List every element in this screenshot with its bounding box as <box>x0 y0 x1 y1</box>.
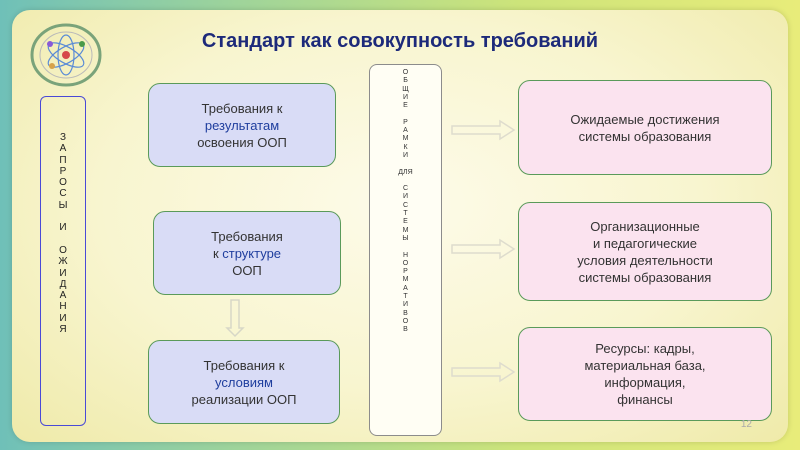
side-letter: И <box>59 312 67 324</box>
side-letter: З <box>59 132 67 143</box>
center-letter: С <box>402 201 409 209</box>
center-frame <box>369 64 442 436</box>
conditions-line: условия деятельности <box>577 252 713 268</box>
conditions-line: и педагогические <box>592 235 698 251</box>
center-letter: Р <box>403 268 408 276</box>
side-letter: А <box>59 143 67 155</box>
resources-line: Ресурсы: кадры, <box>595 341 695 356</box>
req-conditions-box: Требования к условиям реализации ООП <box>148 340 340 424</box>
center-letter: И <box>402 93 409 101</box>
req-structure-highlight: структуре <box>222 245 282 261</box>
conditions-box: Организационные и педагогические условия… <box>518 202 772 301</box>
req-conditions-line1: Требования к <box>203 357 285 373</box>
side-letter: П <box>59 154 67 166</box>
center-letter: ДЛЯ <box>398 168 413 176</box>
req-conditions-highlight: условиям <box>215 374 273 390</box>
faint-arrow-bottom <box>451 361 516 383</box>
side-letter: Я <box>59 324 67 336</box>
side-letter: О <box>59 177 67 189</box>
center-letter: В <box>403 309 408 317</box>
center-letter: М <box>402 276 409 284</box>
side-letter <box>62 211 65 222</box>
resources-line: информация, <box>604 375 686 390</box>
req-structure-prefix: к <box>212 245 223 261</box>
resources-box: Ресурсы: кадры, материальная база, инфор… <box>518 327 772 421</box>
req-structure-line1: Требования <box>211 228 283 244</box>
side-vertical-label: З А П Р О С Ы И О Ж И Д А Н И Я <box>40 132 86 335</box>
conditions-line: системы образования <box>578 269 712 285</box>
center-vertical-label: О Б Щ И Е Р А М К И ДЛЯ С И С Т Е М Ы Н … <box>369 69 442 335</box>
side-letter <box>62 234 65 245</box>
center-letter: В <box>403 326 408 334</box>
side-letter: О <box>59 244 67 256</box>
req-structure-box: Требования к структуре ООП <box>153 211 341 295</box>
side-letter: Н <box>59 301 67 313</box>
faint-arrow-middle <box>451 238 516 260</box>
center-letter: К <box>403 143 408 151</box>
side-letter: С <box>59 188 67 200</box>
side-letter: Д <box>59 278 67 290</box>
faint-vertical-arrow <box>225 299 245 338</box>
req-conditions-line3: реализации ООП <box>191 391 297 407</box>
center-letter: Е <box>403 218 408 226</box>
outcomes-line: системы образования <box>578 128 712 144</box>
center-letter: И <box>402 193 409 201</box>
side-letter: Р <box>59 165 67 177</box>
center-letter <box>405 243 407 251</box>
center-letter: Р <box>403 118 408 126</box>
center-letter: Т <box>403 293 408 301</box>
page-number: 12 <box>740 419 752 430</box>
outcomes-box: Ожидаемые достижения системы образования <box>518 80 772 175</box>
side-letter: И <box>59 222 67 234</box>
center-letter <box>405 177 407 185</box>
side-letter: А <box>59 290 67 302</box>
req-results-box: Требования к результатам освоения ООП <box>148 83 336 167</box>
req-structure-line3: ООП <box>232 262 262 278</box>
side-letter: Ж <box>58 256 68 268</box>
center-letter: М <box>402 226 409 234</box>
center-letter: Н <box>402 251 409 259</box>
center-letter: А <box>403 127 408 135</box>
resources-line: финансы <box>617 392 673 407</box>
side-frame <box>40 96 86 426</box>
center-letter <box>405 110 407 118</box>
slide-title: Стандарт как совокупность требований <box>201 30 599 52</box>
center-letter: И <box>402 151 409 159</box>
center-letter: Т <box>403 210 408 218</box>
center-letter: Щ <box>402 85 409 93</box>
outcomes-line: Ожидаемые достижения <box>570 111 720 127</box>
center-letter: О <box>402 259 409 267</box>
conditions-line: Организационные <box>590 218 700 234</box>
center-letter: М <box>402 135 409 143</box>
center-letter: Е <box>403 102 408 110</box>
center-letter: И <box>402 301 409 309</box>
resources-line: материальная база, <box>584 358 706 373</box>
side-letter: Ы <box>58 199 68 211</box>
center-letter: А <box>403 284 408 292</box>
faint-arrow-top <box>451 119 516 141</box>
institute-logo <box>30 23 102 87</box>
side-letter: И <box>59 267 67 279</box>
center-letter <box>405 160 407 168</box>
center-letter: С <box>402 185 409 193</box>
center-letter: О <box>402 317 409 325</box>
req-results-line1: Требования к <box>201 100 283 116</box>
center-letter: О <box>402 69 409 76</box>
center-letter: Б <box>403 77 408 85</box>
req-results-line3: освоения ООП <box>197 134 287 150</box>
req-results-highlight: результатам <box>204 117 280 133</box>
center-letter: Ы <box>402 234 409 242</box>
